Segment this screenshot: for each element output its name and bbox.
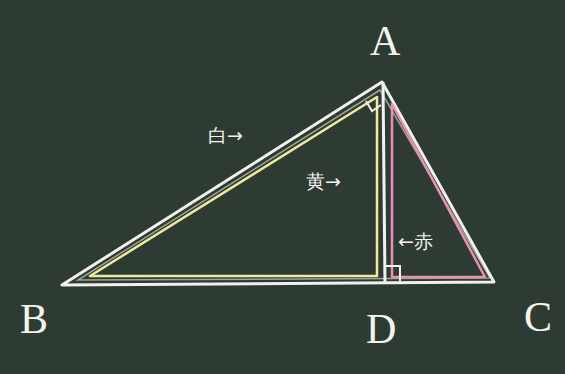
vertex-label: D — [366, 308, 396, 350]
white-triangle-inner — [78, 90, 490, 280]
vertex-label: A — [370, 20, 400, 62]
right-angle-mark — [366, 101, 381, 111]
vertex-label: B — [20, 298, 48, 340]
vertex-label: C — [524, 296, 552, 338]
right-angle-mark — [386, 266, 400, 281]
color-note: ←赤 — [398, 232, 433, 251]
red-triangle — [392, 104, 485, 277]
altitude-line — [383, 82, 385, 284]
color-note: 白→ — [208, 126, 243, 145]
yellow-triangle — [90, 97, 377, 276]
white-triangle — [62, 82, 494, 285]
color-note: 黄→ — [306, 172, 341, 191]
